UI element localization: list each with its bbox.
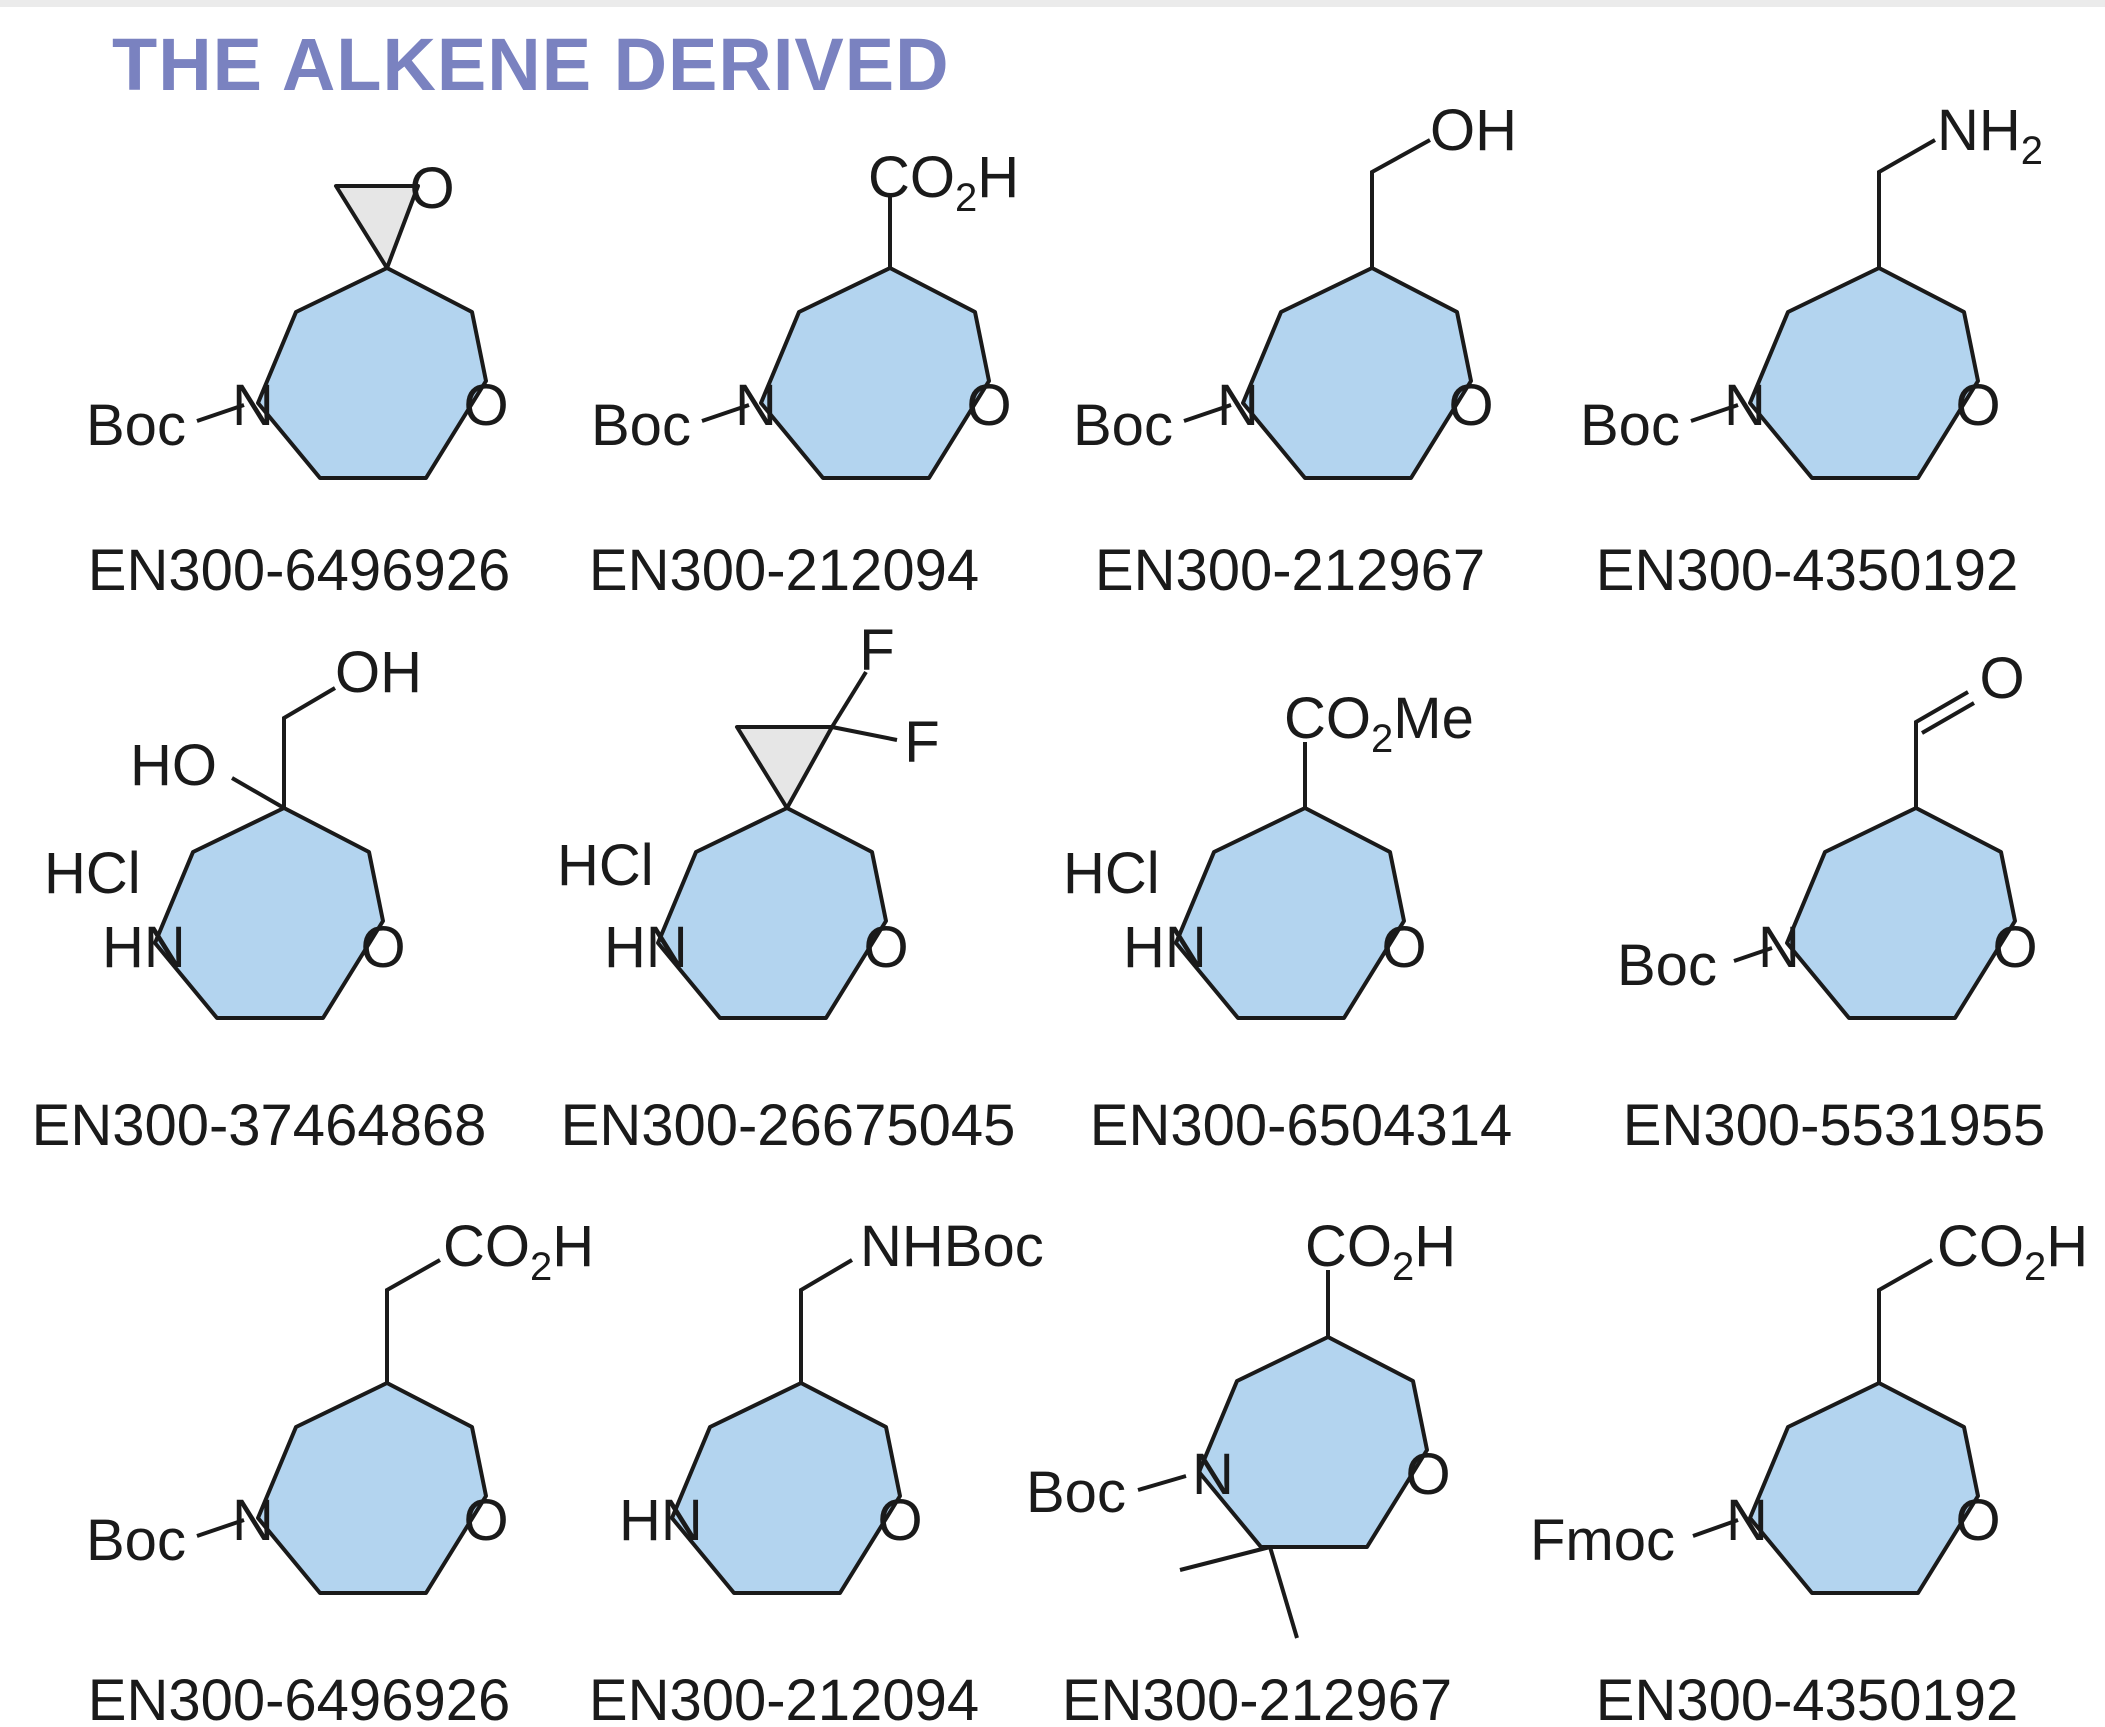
oxazepane-ring [1785,806,2017,1020]
f-atom: F [904,710,939,775]
top-strip [0,0,2105,7]
n-atom: N [1217,373,1259,438]
oxazepane-ring [1174,806,1406,1020]
nh2-group: NH2 [1937,98,2043,173]
o-atom: O [877,1488,922,1553]
co2h-group: CO2H [1305,1214,1456,1289]
boc-label: Boc [86,1508,186,1573]
compound-11: CO2H Boc N O EN300-212967 [1026,1214,1456,1727]
oxazepane-ring [153,806,385,1020]
o-atom: O [1955,373,2000,438]
boc-label: Boc [1026,1460,1126,1525]
compound-5: OH HO HCl HN O EN300-37464868 [32,640,487,1158]
oh-group: OH [335,640,422,705]
compound-7: CO2Me HCl HN O EN300-6504314 [1063,686,1512,1158]
oxazepane-ring [256,266,488,480]
n-atom: N [1724,373,1766,438]
nhboc-group: NHBoc [860,1214,1044,1279]
boc-label: Boc [1617,933,1717,998]
n-atom: N [232,373,274,438]
compound-3: Boc N O OH EN300-212967 [1073,98,1517,603]
compound-code: EN300-6496926 [88,1668,510,1727]
oxazepane-ring [1197,1335,1429,1549]
oxazepane-ring [759,266,991,480]
boc-label: Boc [1580,393,1680,458]
hn-atom: HN [1123,915,1207,980]
oxazepane-ring [1748,266,1980,480]
co2h-group: CO2H [1937,1214,2088,1289]
o-atom: O [360,915,405,980]
compound-10: NHBoc HN O EN300-212094 [589,1214,1044,1727]
n-atom: N [735,373,777,438]
o-atom: O [863,915,908,980]
compound-12: CO2H Fmoc N O EN300-4350192 [1530,1214,2088,1727]
page-title: THE ALKENE DERIVED [112,23,950,106]
oh-group: OH [1430,98,1517,163]
compound-code: EN300-6496926 [88,538,510,603]
oxazepane-ring [1748,1381,1980,1595]
epoxide-ring [334,184,420,270]
f-atom: F [859,618,894,683]
o-atom: O [1405,1442,1450,1507]
co2h-group: CO2H [868,145,1019,220]
co2me-group: CO2Me [1284,686,1474,761]
cyclopropane-ring [735,725,834,810]
compound-code: EN300-5531955 [1623,1093,2045,1158]
compound-4: Boc N O NH2 EN300-4350192 [1580,98,2043,603]
hn-atom: HN [102,915,186,980]
hcl-label: HCl [1063,841,1160,906]
compound-code: EN300-4350192 [1596,1668,2018,1727]
o-atom: O [463,373,508,438]
o-atom: O [1448,373,1493,438]
o-atom: O [1955,1488,2000,1553]
compound-code: EN300-212967 [1062,1668,1452,1727]
oxazepane-ring [1241,266,1473,480]
co2h-group: CO2H [443,1214,594,1289]
compound-code: EN300-212094 [589,538,979,603]
n-atom: N [1726,1488,1768,1553]
oxazepane-ring [656,806,888,1020]
n-atom: N [1758,915,1800,980]
compound-2: Boc N O CO2H EN300-212094 [589,145,1019,603]
o-atom: O [409,156,454,221]
compound-1: Boc N O O EN300-6496926 [86,156,510,603]
o-atom: O [1979,646,2024,711]
compound-code: EN300-212967 [1095,538,1485,603]
n-atom: N [232,1488,274,1553]
n-atom: N [1192,1442,1234,1507]
compound-code: EN300-37464868 [32,1093,487,1158]
compound-8: O Boc N O EN300-5531955 [1617,646,2045,1158]
hn-atom: HN [619,1488,703,1553]
compound-9: CO2H Boc N O EN300-6496926 [86,1214,594,1727]
o-atom: O [966,373,1011,438]
compound-code: EN300-26675045 [561,1093,1016,1158]
fmoc-label: Fmoc [1530,1508,1675,1573]
oxazepane-ring [670,1381,902,1595]
o-atom: O [1381,915,1426,980]
boc-label: Boc [86,393,186,458]
o-atom: O [463,1488,508,1553]
oxazepane-ring [256,1381,488,1595]
compound-code: EN300-6504314 [1090,1093,1512,1158]
hn-atom: HN [604,915,688,980]
o-atom: O [1992,915,2037,980]
compound-code: EN300-212094 [589,1668,979,1727]
hcl-label: HCl [557,833,654,898]
compound-code: EN300-4350192 [1596,538,2018,603]
boc-label: Boc [591,393,691,458]
boc-label: Boc [1073,393,1173,458]
ho-group: HO [130,733,217,798]
compound-6: F F HCl HN O EN300-26675045 [557,618,1015,1158]
hcl-label: HCl [44,841,141,906]
